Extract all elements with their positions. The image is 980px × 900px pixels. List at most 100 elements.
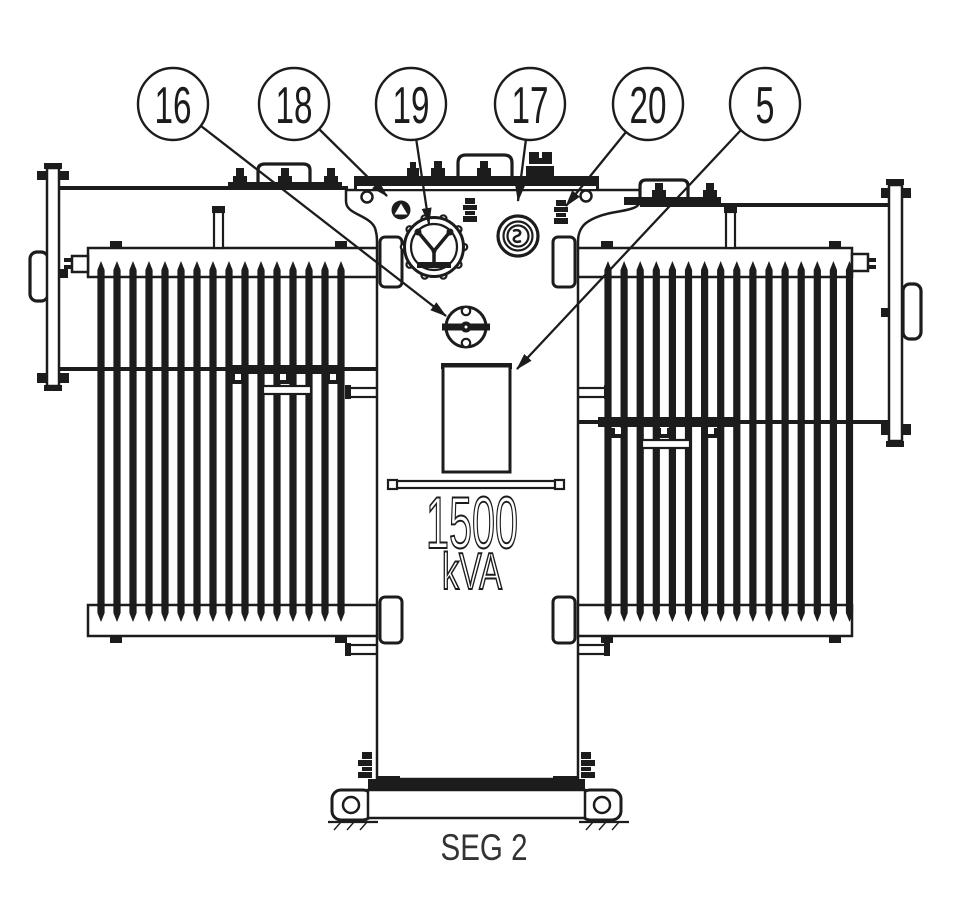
skid-body bbox=[366, 788, 587, 820]
radiator-fin bbox=[829, 261, 837, 622]
vent-pipe bbox=[724, 210, 737, 250]
figure-caption: SEG 2 bbox=[441, 827, 528, 868]
radiator-fin bbox=[717, 261, 725, 622]
callout-4: 17 bbox=[493, 66, 567, 142]
leader-line bbox=[515, 138, 528, 202]
radiator-fin bbox=[241, 261, 249, 622]
anchor-hole bbox=[341, 795, 361, 815]
anchor-hole bbox=[592, 795, 612, 815]
radiator-fin bbox=[701, 261, 709, 622]
right-plate bbox=[887, 183, 904, 443]
radiator-fin bbox=[129, 261, 137, 622]
callout-number: 17 bbox=[512, 77, 549, 135]
pressure-relief-device bbox=[391, 200, 411, 220]
left-top-brace bbox=[58, 186, 348, 190]
callout-2: 18 bbox=[257, 66, 331, 142]
right-top-cover bbox=[624, 178, 721, 205]
radiator-fin bbox=[289, 261, 297, 622]
right-top-brace bbox=[640, 203, 889, 207]
left-top-cover bbox=[228, 162, 342, 190]
left-header-flange bbox=[70, 254, 90, 274]
radiator-fin bbox=[193, 261, 201, 622]
radiator-fin bbox=[97, 261, 105, 622]
right-end-plate bbox=[881, 179, 923, 447]
radiator-fin bbox=[305, 261, 313, 622]
leader-line bbox=[516, 129, 742, 370]
radiator-fin bbox=[145, 261, 153, 622]
header-stud bbox=[829, 241, 841, 249]
callout-3: 19 bbox=[374, 66, 448, 142]
tank-lid bbox=[354, 176, 599, 189]
ground-hatch bbox=[333, 821, 620, 831]
radiator-fin bbox=[321, 261, 329, 622]
right-handle bbox=[901, 282, 923, 341]
right-bottom-header bbox=[574, 603, 854, 638]
radiator-fin bbox=[765, 261, 773, 622]
vent-pipe-cap bbox=[724, 206, 737, 213]
radiator-fin bbox=[257, 261, 265, 622]
right-radiator bbox=[574, 203, 889, 643]
rating-value: 1500 bbox=[426, 483, 518, 564]
radiator-fin bbox=[845, 261, 854, 622]
callout-number: 5 bbox=[756, 77, 775, 135]
radiator-fin bbox=[781, 261, 789, 622]
radiator-fin bbox=[636, 261, 644, 622]
header-stud bbox=[335, 636, 347, 643]
cover-handle bbox=[256, 162, 312, 182]
radiator-fin bbox=[749, 261, 757, 622]
ledge-bar bbox=[386, 478, 566, 491]
callout-number: 16 bbox=[155, 77, 192, 135]
radiator-fin bbox=[161, 261, 169, 622]
tank: 1500 kVA bbox=[228, 152, 721, 781]
leader-line bbox=[565, 131, 627, 207]
callout-number: 20 bbox=[630, 77, 667, 135]
leader-line bbox=[414, 137, 432, 225]
header-stud bbox=[601, 241, 613, 249]
lifting-hole bbox=[579, 189, 593, 203]
left-radiator-fins bbox=[97, 261, 345, 622]
valve-handwheel bbox=[442, 305, 490, 349]
rating-unit: kVA bbox=[442, 543, 502, 601]
vent-pipe-cap bbox=[212, 206, 225, 213]
plug-fitting bbox=[463, 198, 477, 222]
lid-handle bbox=[456, 153, 514, 176]
brace-hooks bbox=[231, 374, 340, 384]
radiator-brackets bbox=[378, 235, 577, 645]
radiator-fin bbox=[273, 261, 281, 622]
callout-6: 5 bbox=[728, 66, 802, 142]
radiator-fin bbox=[337, 261, 345, 622]
filling-plug bbox=[554, 200, 568, 224]
leader-line bbox=[200, 125, 447, 317]
nameplate bbox=[441, 363, 512, 474]
leader-line bbox=[318, 128, 388, 197]
radiator-fin bbox=[620, 261, 628, 622]
brace-hooks bbox=[611, 428, 718, 438]
terminal-block bbox=[526, 152, 554, 176]
header-stud bbox=[110, 636, 122, 643]
radiator-fin bbox=[177, 261, 185, 622]
right-header-flange bbox=[850, 252, 870, 273]
radiator-fin bbox=[813, 261, 821, 622]
left-plate bbox=[45, 166, 61, 388]
callouts: 16 18 19 17 20 5 bbox=[136, 66, 802, 370]
callout-1: 16 bbox=[136, 66, 210, 142]
callout-number: 18 bbox=[276, 77, 313, 135]
lower-side-fittings bbox=[358, 752, 595, 778]
header-stud bbox=[335, 241, 347, 249]
base-skid bbox=[328, 776, 629, 831]
radiator-fin bbox=[225, 261, 233, 622]
callout-5: 20 bbox=[611, 66, 685, 142]
left-end-plate bbox=[28, 163, 69, 391]
radiator-fin bbox=[113, 261, 121, 622]
left-handle bbox=[28, 250, 50, 303]
brace-bar bbox=[640, 438, 692, 450]
lid-bolts bbox=[407, 161, 491, 176]
lifting-hole bbox=[360, 190, 374, 204]
brace-bar bbox=[261, 384, 313, 396]
left-radiator bbox=[58, 186, 380, 643]
radiator-fin bbox=[733, 261, 741, 622]
radiator-fin bbox=[604, 261, 612, 622]
header-stud bbox=[829, 636, 841, 643]
